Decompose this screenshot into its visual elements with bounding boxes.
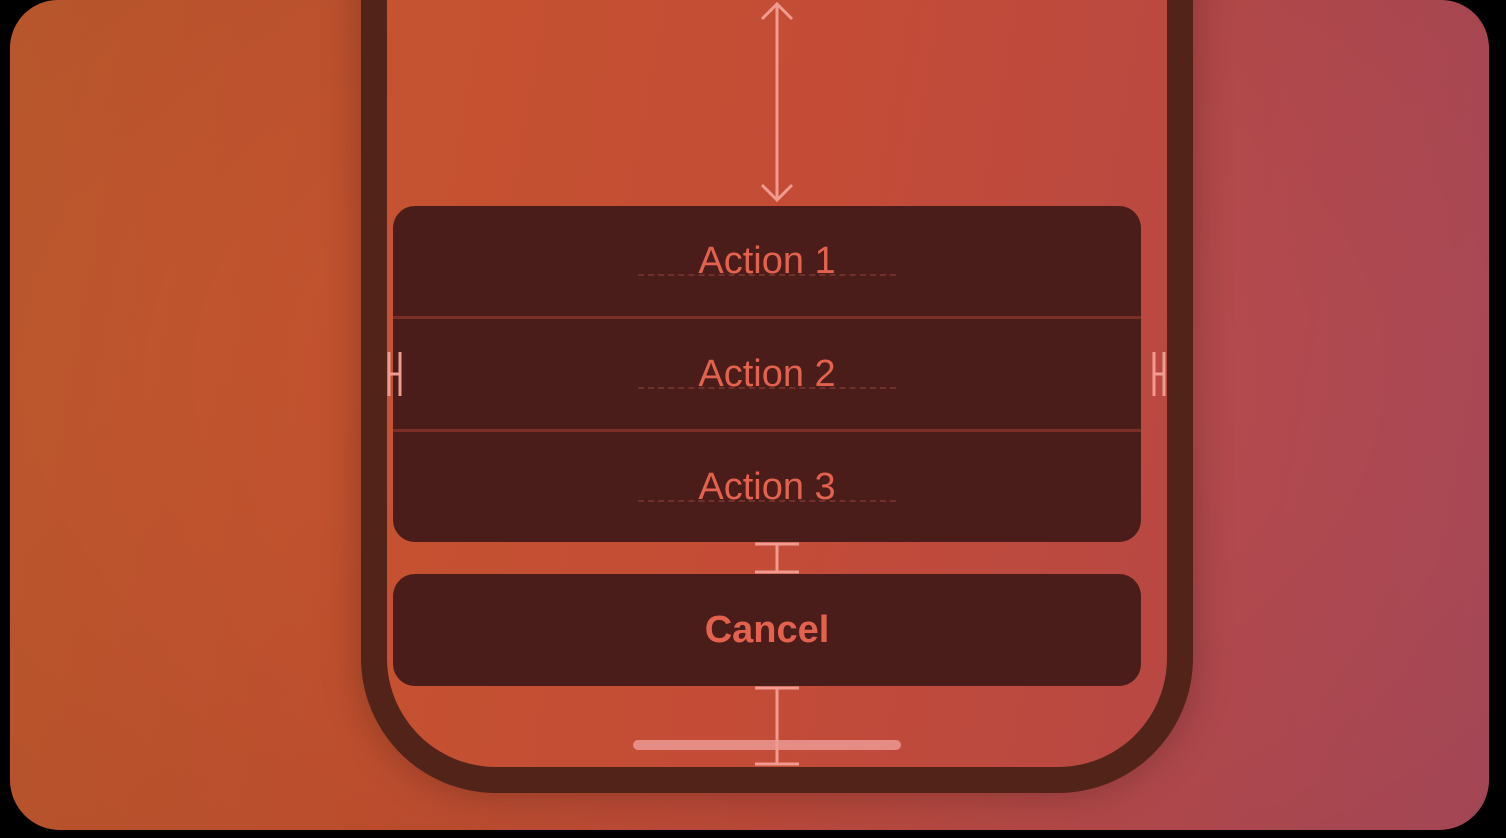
action-1-button[interactable]: Action 1 <box>393 206 1141 316</box>
action-sheet-group: Action 1 Action 2 Action 3 <box>393 206 1141 542</box>
action-3-button[interactable]: Action 3 <box>393 429 1141 542</box>
cancel-button[interactable]: Cancel <box>393 574 1141 686</box>
spacing-marker-icon <box>755 686 799 766</box>
action-1-label: Action 1 <box>698 239 836 282</box>
side-margin-marker-icon <box>387 352 402 396</box>
cancel-group: Cancel <box>393 574 1141 686</box>
action-2-button[interactable]: Action 2 <box>393 316 1141 429</box>
spacing-marker-icon <box>755 542 799 574</box>
vertical-double-arrow-icon <box>760 1 794 203</box>
home-indicator <box>633 740 901 750</box>
cancel-label: Cancel <box>704 608 830 651</box>
baseline-guide <box>638 274 896 276</box>
action-3-label: Action 3 <box>698 465 836 508</box>
action-2-label: Action 2 <box>698 352 836 395</box>
baseline-guide <box>638 500 896 502</box>
side-margin-marker-icon <box>1152 352 1166 396</box>
baseline-guide <box>638 387 896 389</box>
